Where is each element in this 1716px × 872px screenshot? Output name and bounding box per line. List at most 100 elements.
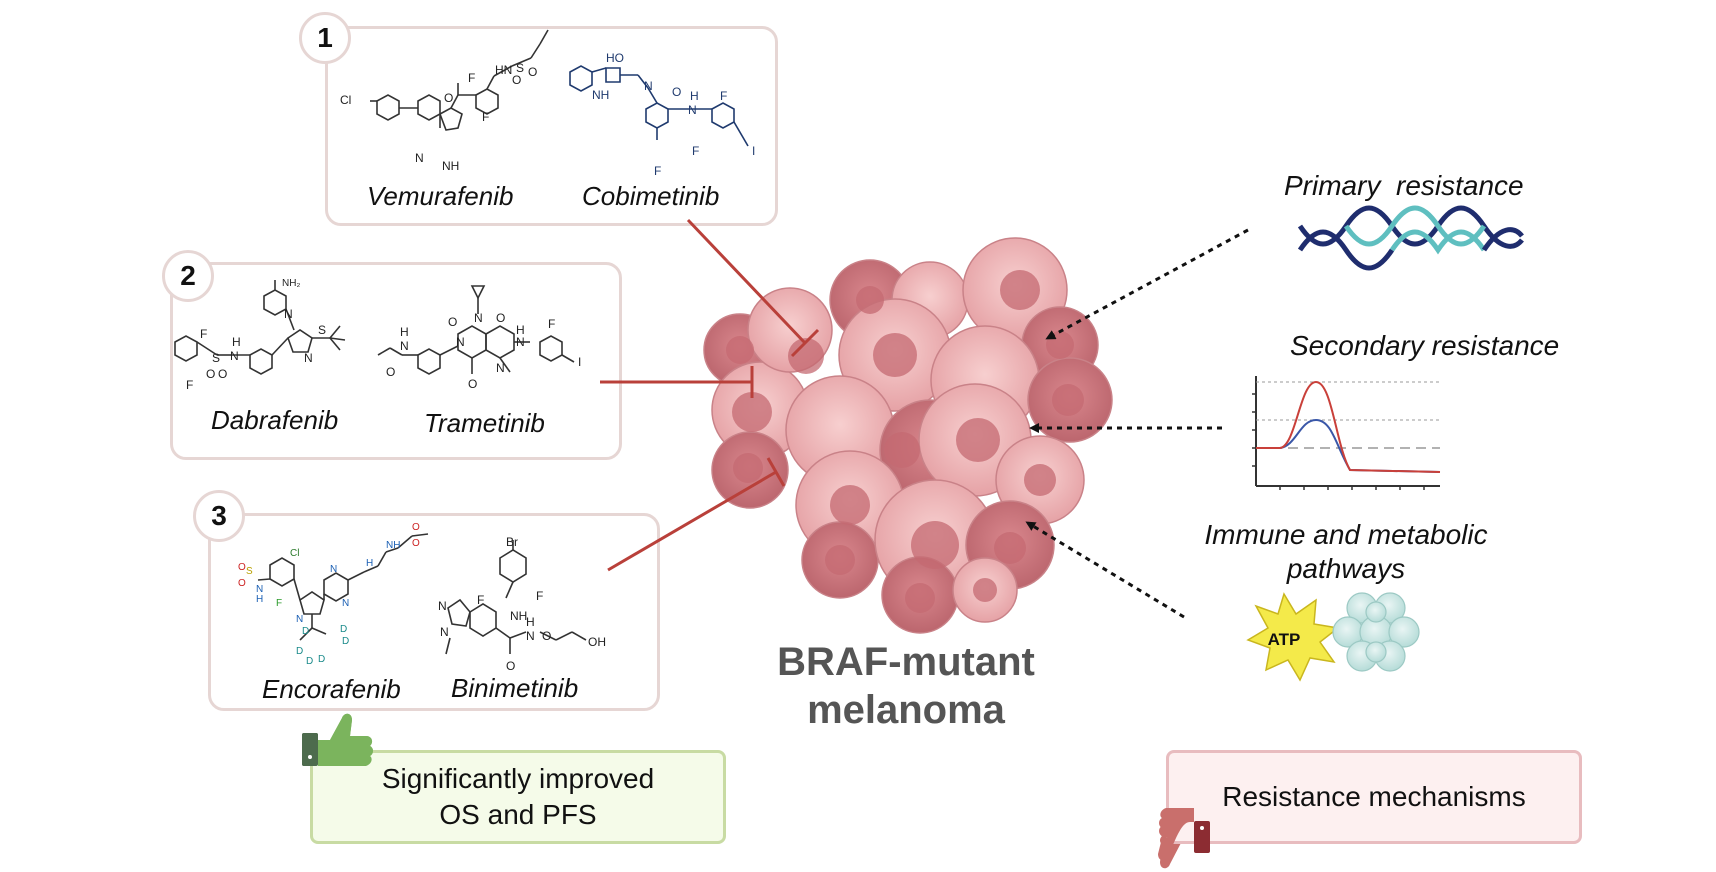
vemurafenib-atoms: Cl F F HN S O O O N NH: [340, 61, 537, 173]
svg-text:D: D: [296, 646, 303, 657]
svg-text:H: H: [516, 323, 525, 337]
svg-text:HN: HN: [495, 63, 512, 77]
svg-text:D: D: [342, 636, 349, 647]
svg-text:O: O: [412, 522, 420, 533]
vemurafenib-structure: [370, 29, 549, 131]
line-graph-icon: [1252, 376, 1441, 490]
svg-text:O: O: [528, 65, 537, 79]
svg-text:S: S: [246, 566, 253, 577]
svg-text:S: S: [318, 323, 326, 337]
svg-text:N: N: [284, 307, 293, 321]
tumor-cells-icon: [703, 237, 1113, 634]
svg-text:F: F: [692, 144, 699, 158]
drug-name-vemurafenib: Vemurafenib: [367, 181, 514, 211]
negative-outcome-label: Resistance mechanisms: [1222, 781, 1526, 812]
cell-cluster-icon: [1332, 592, 1420, 672]
immune-metabolic-label: Immune and metabolic pathways: [1190, 518, 1502, 586]
svg-text:O: O: [448, 315, 457, 329]
svg-text:H: H: [366, 558, 373, 569]
binimetinib-structure: [445, 540, 587, 655]
svg-text:N: N: [296, 614, 303, 625]
svg-text:O: O: [206, 367, 215, 381]
group-1-badge: 1: [299, 12, 351, 64]
svg-text:NH: NH: [592, 88, 609, 102]
svg-text:O: O: [506, 659, 515, 673]
svg-text:NH: NH: [442, 159, 459, 173]
svg-text:O: O: [238, 578, 246, 589]
dabrafenib-structure: [174, 280, 346, 375]
dotted-arrow-icon: [1025, 228, 1249, 619]
encorafenib-structure: [257, 533, 429, 641]
svg-text:F: F: [654, 164, 661, 178]
svg-text:F: F: [477, 593, 484, 607]
cobimetinib-atoms: HO NH N O H N F F F I: [592, 51, 755, 178]
atp-burst-icon: ATP: [1246, 592, 1340, 682]
svg-text:O: O: [386, 365, 395, 379]
svg-text:F: F: [468, 71, 475, 85]
svg-text:H: H: [232, 335, 241, 349]
tumor-title-line1: BRAF-mutant: [777, 640, 1035, 684]
svg-text:N: N: [496, 361, 505, 375]
svg-text:N: N: [400, 339, 409, 353]
positive-outcome-line2: OS and PFS: [439, 799, 597, 830]
trametinib-atoms: H N O O N N O H N F I N O: [386, 311, 581, 391]
inhibition-line-icon: [600, 218, 820, 572]
svg-text:O: O: [672, 85, 681, 99]
svg-text:H: H: [400, 325, 409, 339]
svg-text:N: N: [230, 349, 239, 363]
tumor-title: BRAF-mutant melanoma: [756, 638, 1056, 734]
svg-text:H: H: [256, 594, 263, 605]
positive-outcome-line1: Significantly improved: [381, 763, 655, 794]
drug-name-dabrafenib: Dabrafenib: [211, 405, 339, 435]
svg-text:Cl: Cl: [290, 548, 299, 559]
svg-text:N: N: [456, 335, 465, 349]
svg-text:F: F: [482, 110, 489, 124]
svg-text:F: F: [720, 89, 727, 103]
svg-text:N: N: [342, 598, 349, 609]
svg-text:N: N: [644, 79, 653, 93]
svg-text:O: O: [542, 629, 551, 643]
drug-group-2-box: [170, 262, 622, 460]
tumor-title-line2: melanoma: [807, 688, 1005, 732]
svg-text:F: F: [186, 378, 193, 392]
group-3-badge: 3: [193, 490, 245, 542]
svg-text:O: O: [512, 73, 521, 87]
svg-text:NH: NH: [510, 609, 527, 623]
dna-helix-icon: [1297, 205, 1524, 271]
drug-name-encorafenib: Encorafenib: [262, 674, 401, 704]
svg-text:N: N: [526, 629, 535, 643]
binimetinib-atoms: Br F F NH N N H N O OH O: [438, 535, 606, 673]
primary-resistance-label: Primary resistance: [1284, 170, 1524, 201]
svg-text:N: N: [440, 625, 449, 639]
secondary-resistance-label: Secondary resistance: [1290, 330, 1560, 361]
svg-text:O: O: [468, 377, 477, 391]
cobimetinib-structure: [569, 65, 749, 147]
svg-text:NH: NH: [386, 540, 400, 551]
svg-text:N: N: [474, 311, 483, 325]
drug-name-cobimetinib: Cobimetinib: [582, 181, 720, 211]
immune-metabolic-line2: pathways: [1286, 553, 1406, 584]
svg-text:H: H: [690, 89, 699, 103]
encorafenib-atoms: Cl O S O N H F N N N H NH O O D D D D D …: [238, 522, 420, 667]
svg-text:N: N: [438, 599, 447, 613]
immune-metabolic-line1: Immune and metabolic: [1204, 519, 1488, 550]
svg-text:N: N: [304, 351, 313, 365]
svg-text:N: N: [516, 335, 525, 349]
group-2-badge: 2: [162, 250, 214, 302]
svg-text:D: D: [340, 624, 347, 635]
svg-text:HO: HO: [606, 51, 624, 65]
svg-text:O: O: [496, 311, 505, 325]
svg-text:D: D: [302, 626, 309, 637]
negative-outcome-box: Resistance mechanisms: [1166, 750, 1582, 844]
svg-text:N: N: [415, 151, 424, 165]
svg-text:OH: OH: [588, 635, 606, 649]
svg-text:D: D: [318, 654, 325, 665]
drug-group-3-box: [208, 513, 660, 711]
svg-text:S: S: [212, 351, 220, 365]
svg-text:Br: Br: [506, 535, 518, 549]
svg-text:D: D: [306, 656, 313, 667]
atp-label: ATP: [1268, 630, 1301, 649]
svg-text:Cl: Cl: [340, 93, 351, 107]
dabrafenib-atoms: NH₂ F F H N S O O N S N: [186, 278, 326, 392]
